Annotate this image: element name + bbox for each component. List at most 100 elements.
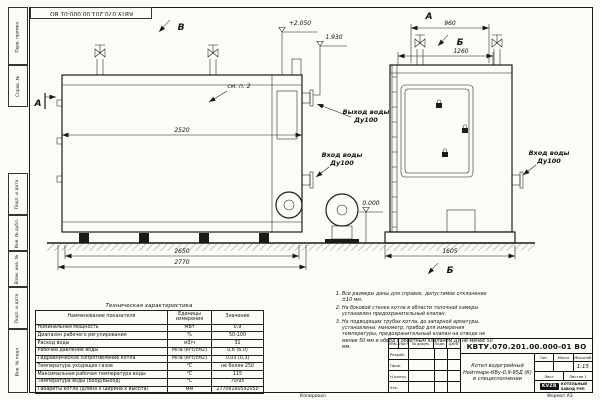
note-item: Все размеры даны для справок, допустимое… [342,292,494,304]
section-b-bottom-text: Б [447,266,454,276]
see-note-ref: см. п. 2 [208,83,251,103]
notes-list: Все размеры даны для справок, допустимое… [333,292,494,353]
col-list: Лист [399,339,409,348]
valve-icon [94,44,106,76]
lock-icon [461,124,469,134]
level-0000-text: 0.000 [362,200,379,207]
dim-960: 960 [410,20,490,63]
base-frame [384,231,516,244]
dim-2770-text: 2770 [174,259,189,266]
side-stamp-cell: Перв. примен. [8,7,28,65]
level-mark-2050: +2.050 [278,20,318,75]
side-stamp-text: Взам. инв. № [15,254,21,284]
sheets-value: 1 [584,373,587,379]
side-stamp-text: Подп. и дата [15,179,21,209]
level-mark-1930: 1.930 [313,34,347,96]
title-block-meta: Лит. Масса Масштаб 1:15 Лист Листов 1 [535,354,592,392]
col-sign: Подп. [434,339,447,348]
side-stamp-cell: Инв. № дубл. [8,215,28,251]
dim-2770: 2770 [57,245,307,270]
level-2050-text: +2.050 [289,20,311,27]
tech-col-units: Единицы измерения [167,310,212,325]
section-b-bottom: Б [427,262,454,276]
ground-line [47,242,535,251]
burner [275,191,303,219]
signature-row: Н.контр. [389,371,460,382]
water-inlet-flange [301,171,314,189]
signature-row: Утв. [389,382,460,392]
support-feet [79,233,269,243]
rotated-code-box: КВТУ.070.201.00.000-01 ВО [30,7,152,19]
dim-1260-text: 1260 [453,48,468,55]
tech-col-name: Наименование показателя [35,310,168,325]
col-doc: № докум. [409,339,434,348]
outlet-label-line2: Ду100 [353,116,378,124]
sheet-frame [29,7,593,393]
inlet-label-line2: Ду100 [329,159,354,167]
level-marks: +2.050 1.930 0.000 [278,20,383,243]
side-stamp-cell: Инв. № подл. [8,329,28,393]
col-date: Дата [448,341,459,346]
note-item: На подводящих трубах котла, до запорной … [342,320,494,351]
side-stamp-cell: Справ. № [8,65,28,107]
side-stamp-cell: Подп. и дата [8,173,28,215]
signature-row: Пров. [389,360,460,371]
wall-brackets [56,99,63,183]
company-logo: KVZR [539,383,559,390]
boiler-rear-door [276,90,298,140]
tech-table-header-row: Наименование показателя Единицы измерени… [35,310,264,325]
ladder-rails [391,65,398,232]
lock-icon [441,148,449,158]
table-row: Габариты котла (длина х ширина х высота)… [35,385,264,395]
signature-row: Разраб. [389,349,460,360]
dim-2650: 2650 [64,245,300,259]
side-stamp-text: Справ. № [15,75,21,97]
document-code: КВТУ.070.201.00.000-01 ВО [461,339,592,354]
level-1930-text: 1.930 [325,34,342,41]
front-body-outline [389,64,513,233]
water-inlet-flange-front [511,171,524,189]
ladder-rungs [392,76,397,228]
pipe-labels: Выход воды Ду100 Вход воды Ду100 Вход во… [208,83,570,178]
dim-2520: 2520 [61,127,303,138]
inlet-front-label-line1: Вход воды [529,149,570,157]
flue-fan [325,193,359,243]
copied-label: Копировал [300,394,326,399]
side-stamp-text: Перв. примен. [15,19,21,53]
scale-value: 1:15 [576,363,589,370]
note-item: На боковой стенке котла в области топочн… [342,306,494,318]
tech-table-block: Техническая характеристика Наименование … [35,303,264,395]
section-b-bottom-arrow [427,262,439,275]
tech-table-title: Техническая характеристика [105,303,193,309]
section-b-top-arrow [437,34,449,47]
water-outlet-flange [301,89,314,107]
inlet-label-line1: Вход воды [322,151,363,159]
lock-icon [435,99,443,109]
front-door-outer [400,84,474,178]
see-note-leader [208,90,228,103]
dim-1605: 1605 [384,245,516,259]
view-a-label: А [425,12,433,22]
view-b-label: В [158,19,185,33]
inlet-leader-line [315,166,330,178]
section-b-top: Б [437,34,464,48]
col-izm: Изм. [389,339,399,348]
meta-value-row: 1:15 [535,362,592,372]
view-b-arrow [158,19,171,33]
side-stamp-text: Инв. № дубл. [15,218,21,248]
company-stamp: KVZR КОТЕЛЬНЫЙ ЗАВОД РЭП [535,381,592,392]
dim-2650-text: 2650 [174,248,189,255]
boiler-body-outline [61,74,303,233]
dim-960-text: 960 [444,20,456,27]
meta-header-row: Лит. Масса Масштаб [535,354,592,362]
valve-icon [414,34,426,66]
inlet-water-label-side: Вход воды Ду100 [315,151,363,178]
front-door-inner [404,88,470,174]
section-a-text: А [34,99,42,109]
section-b-top-text: Б [457,38,464,48]
